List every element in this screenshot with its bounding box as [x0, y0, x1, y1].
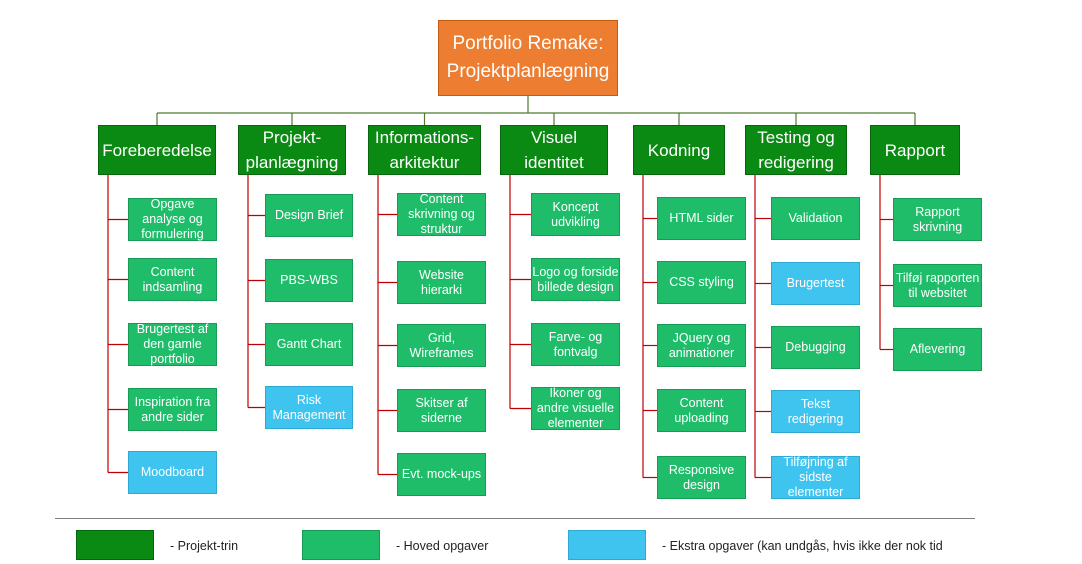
phase-node: Testing og redigering — [745, 125, 847, 175]
legend-label-phase: - Projekt-trin — [170, 539, 239, 553]
task-node: Content indsamling — [128, 258, 217, 301]
legend-label-extra: - Ekstra opgaver (kan undgås, hvis ikke … — [662, 539, 943, 553]
task-node: CSS styling — [657, 261, 746, 304]
task-node: HTML sider — [657, 197, 746, 240]
extra-task-node: Risk Management — [265, 386, 353, 429]
task-node: Farve- og fontvalg — [531, 323, 620, 366]
task-node: Responsive design — [657, 456, 746, 499]
task-node: Inspiration fra andre sider — [128, 388, 217, 431]
task-node: Gantt Chart — [265, 323, 353, 366]
phase-node: Visuel identitet — [500, 125, 608, 175]
extra-task-node: Brugertest — [771, 262, 860, 305]
task-node: Brugertest af den gamle portfolio — [128, 322, 217, 366]
task-node: Validation — [771, 197, 860, 240]
legend-label-main: - Hoved opgaver — [396, 539, 489, 553]
legend-swatch-main — [302, 530, 380, 560]
task-node: Evt. mock-ups — [397, 453, 486, 496]
phase-node: Foreberedelse — [98, 125, 216, 175]
phase-node: Projekt- planlægning — [238, 125, 346, 175]
task-node: Website hierarki — [397, 261, 486, 304]
phase-node: Kodning — [633, 125, 725, 175]
phase-node: Rapport — [870, 125, 960, 175]
phase-node: Informations- arkitektur — [368, 125, 481, 175]
task-node: PBS-WBS — [265, 259, 353, 302]
legend-swatch-extra — [568, 530, 646, 560]
task-node: Tilføj rapporten til websitet — [893, 264, 982, 307]
extra-task-node: Tilføjning af sidste elementer — [771, 455, 860, 499]
task-node: Design Brief — [265, 194, 353, 237]
task-node: Content uploading — [657, 389, 746, 432]
legend-swatch-phase — [76, 530, 154, 560]
task-node: Koncept udvikling — [531, 193, 620, 236]
task-node: Opgave analyse og formulering — [128, 197, 217, 241]
task-node: Rapport skrivning — [893, 198, 982, 241]
task-node: Content skrivning og struktur — [397, 192, 486, 236]
legend-divider — [55, 518, 975, 519]
task-node: Skitser af siderne — [397, 389, 486, 432]
task-node: Logo og forside billede design — [531, 258, 620, 301]
task-node: Aflevering — [893, 328, 982, 371]
extra-task-node: Tekst redigering — [771, 390, 860, 433]
task-node: JQuery og animationer — [657, 324, 746, 367]
task-node: Ikoner og andre visuelle elementer — [531, 386, 620, 430]
task-node: Debugging — [771, 326, 860, 369]
task-node: Grid, Wireframes — [397, 324, 486, 367]
extra-task-node: Moodboard — [128, 451, 217, 494]
root-node: Portfolio Remake: Projektplanlægning — [438, 20, 618, 96]
